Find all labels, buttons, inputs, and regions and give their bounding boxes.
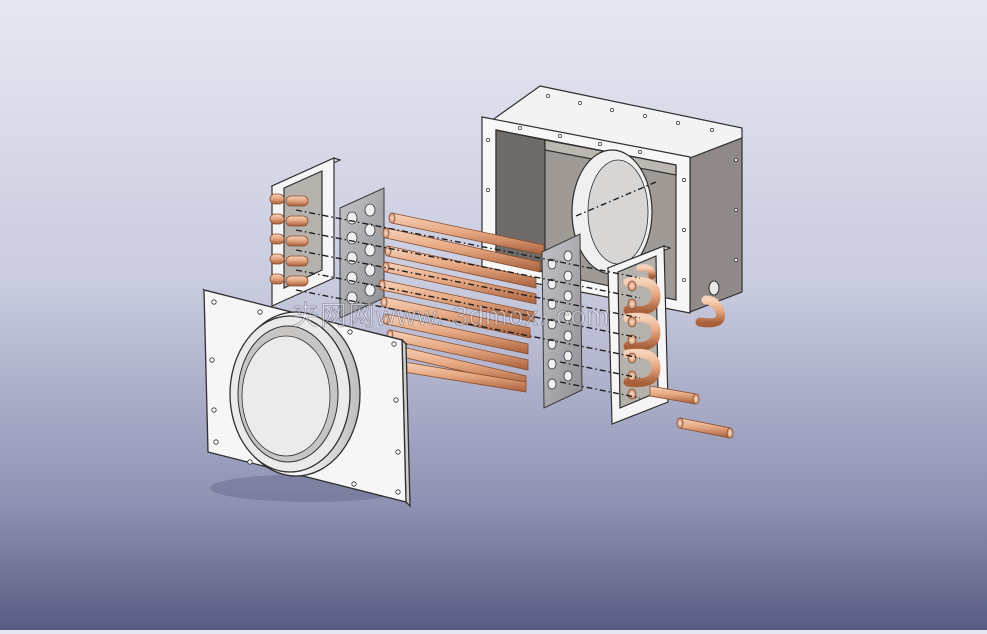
- straight-outlet-pipe: [649, 385, 734, 439]
- inlet-flange-plate: [201, 288, 411, 508]
- drain-elbow: [695, 280, 726, 328]
- u-bend-returns: [623, 264, 661, 400]
- right-tube-sheet: [541, 233, 583, 409]
- copper-tube-bundle: [378, 212, 545, 393]
- assembly-centerlines: [291, 181, 657, 399]
- left-u-bends: [269, 193, 309, 287]
- left-tube-sheet: [339, 187, 385, 319]
